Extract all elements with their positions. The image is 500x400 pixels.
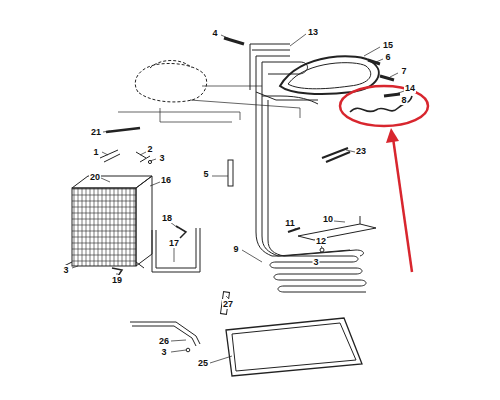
tube-clip (368, 60, 400, 96)
callout-number: 3 (62, 265, 69, 275)
evaporator-coil (278, 250, 363, 256)
clip (288, 228, 300, 232)
callout-number: 4 (211, 28, 218, 38)
callout-number: 9 (232, 244, 239, 254)
callout-number: 18 (161, 213, 173, 223)
tubing (256, 92, 318, 104)
callout-number: 6 (384, 52, 391, 62)
highlight-arrow (393, 138, 412, 272)
callout-number: 12 (315, 236, 327, 246)
evaporator-coil (270, 256, 366, 292)
tubing-loop (288, 63, 371, 89)
callout-number: 1 (92, 147, 99, 157)
leader-line (72, 34, 404, 363)
callout-number: 14 (404, 83, 416, 93)
suction-tube (256, 232, 284, 256)
compressor-outline (135, 63, 206, 101)
drain-tube (130, 322, 200, 346)
callout-number: 27 (222, 299, 234, 309)
bracket (100, 150, 150, 162)
callout-number: 5 (202, 169, 209, 179)
highlight-arrowhead (386, 128, 399, 143)
tube-spacer (224, 38, 244, 44)
bracket (322, 148, 350, 162)
callout-number: 21 (90, 127, 102, 137)
reference-line (118, 86, 300, 122)
callout-number: 19 (111, 275, 123, 285)
callout-number: 23 (355, 146, 367, 156)
drain-pan (232, 323, 356, 371)
callout-number: 8 (400, 95, 407, 105)
tube-part (350, 96, 412, 112)
callout-number: 3 (160, 347, 167, 357)
rod (228, 160, 233, 186)
condenser-top (72, 176, 152, 188)
condenser-bracket (64, 262, 144, 268)
suction-tube (256, 92, 268, 240)
callout-number: 16 (160, 175, 172, 185)
callout-number: 11 (284, 218, 296, 228)
mounting-bracket (298, 216, 376, 240)
callout-number: 3 (312, 257, 319, 267)
callout-number: 25 (197, 358, 209, 368)
tubing (262, 62, 308, 74)
screw (320, 248, 324, 252)
condenser-fins (72, 188, 136, 266)
callout-number: 3 (158, 153, 165, 163)
callout-number: 10 (322, 214, 334, 224)
callout-number: 2 (146, 144, 153, 154)
drain-pan (226, 318, 362, 376)
clip (106, 128, 140, 132)
callout-number: 17 (168, 238, 180, 248)
callout-number: 13 (307, 27, 319, 37)
callout-number: 7 (400, 66, 407, 76)
screw (186, 348, 190, 352)
callout-number: 15 (382, 40, 394, 50)
callout-number: 26 (158, 336, 170, 346)
callout-number: 20 (89, 172, 101, 182)
compressor-outline (150, 61, 192, 69)
heater-wire (152, 228, 200, 272)
condenser-side (136, 176, 152, 266)
